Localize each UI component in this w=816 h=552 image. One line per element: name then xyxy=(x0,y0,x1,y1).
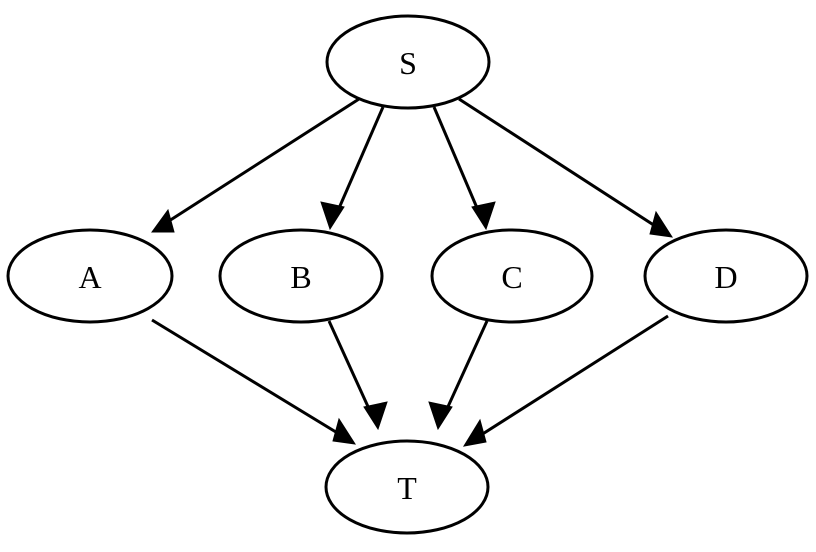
edge-b-to-t-arrowhead xyxy=(363,401,388,431)
edges-layer xyxy=(151,97,674,447)
edge-s-to-a-line xyxy=(157,97,360,230)
edge-s-to-b[interactable] xyxy=(320,106,385,231)
edge-c-to-t-arrowhead xyxy=(428,401,453,431)
edge-b-to-t[interactable] xyxy=(327,320,388,431)
node-b[interactable]: B xyxy=(218,228,384,324)
edge-c-to-t[interactable] xyxy=(428,320,489,431)
edge-c-to-t-line xyxy=(439,320,489,423)
node-c[interactable]: C xyxy=(430,228,594,324)
edge-s-to-a[interactable] xyxy=(151,97,360,233)
edge-a-to-t-line xyxy=(151,318,350,442)
node-t-ellipse xyxy=(324,439,490,535)
edge-d-to-t-arrowhead xyxy=(462,418,487,447)
edge-s-to-a-arrowhead xyxy=(151,208,175,233)
node-s[interactable]: S xyxy=(325,14,491,110)
node-d[interactable]: D xyxy=(643,228,809,324)
edge-a-to-t[interactable] xyxy=(151,318,357,445)
node-a[interactable]: A xyxy=(6,228,174,324)
edge-a-to-t-arrowhead xyxy=(332,417,357,445)
edge-s-to-d[interactable] xyxy=(458,97,674,238)
node-t[interactable]: T xyxy=(324,439,490,535)
node-s-ellipse xyxy=(325,14,491,110)
node-a-ellipse xyxy=(6,228,174,324)
node-d-ellipse xyxy=(643,228,809,324)
edge-s-to-b-line xyxy=(331,106,385,223)
edge-s-to-c[interactable] xyxy=(432,106,496,231)
node-b-ellipse xyxy=(218,228,384,324)
edge-s-to-c-arrowhead xyxy=(471,201,496,231)
edge-b-to-t-line xyxy=(327,320,377,423)
edge-s-to-d-line xyxy=(458,97,667,235)
nodes-layer: S A B C D T xyxy=(6,14,809,535)
node-c-ellipse xyxy=(430,228,594,324)
edge-s-to-c-line xyxy=(432,106,485,223)
edge-d-to-t[interactable] xyxy=(462,314,669,447)
edge-d-to-t-line xyxy=(469,314,669,444)
edge-s-to-d-arrowhead xyxy=(649,210,674,238)
edge-s-to-b-arrowhead xyxy=(320,201,345,231)
